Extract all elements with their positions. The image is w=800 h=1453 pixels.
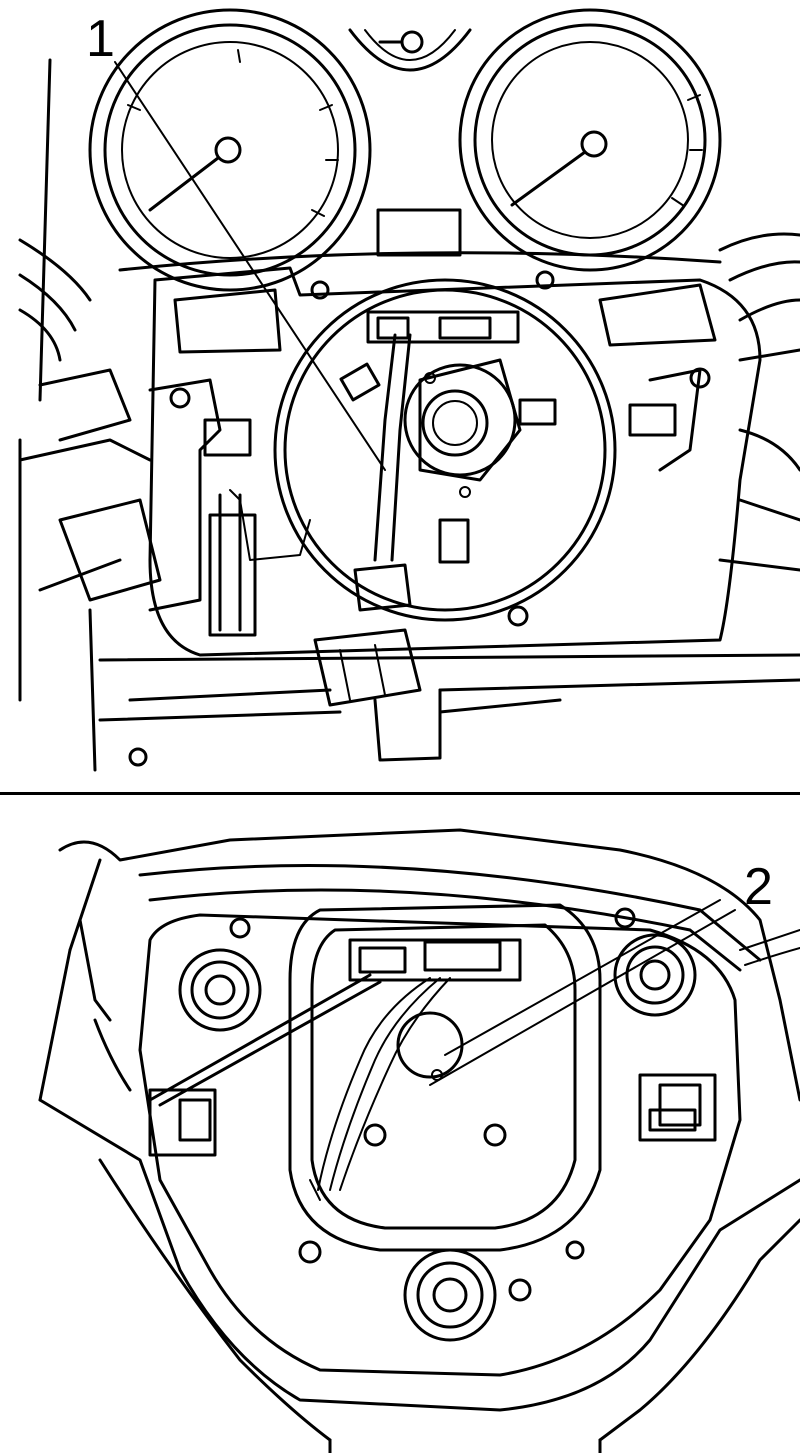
- clock-spring-installed-drawing: 1: [18, 8, 800, 772]
- lower-trim: [98, 653, 800, 767]
- left-stalk: [18, 58, 162, 772]
- bottom-illustration-panel: 2: [0, 800, 800, 1453]
- airbag-housing: [288, 903, 602, 1252]
- horn-switches: [148, 1073, 717, 1157]
- steering-wheel-shell: [38, 828, 800, 1453]
- right-gauge: [458, 8, 722, 272]
- panel-divider: [0, 792, 800, 795]
- column-housing: [148, 266, 762, 657]
- callout-label-2: 2: [744, 858, 773, 916]
- airbag-wiring: [78, 918, 800, 1201]
- mounting-bosses: [178, 907, 697, 1342]
- callout-label-1: 1: [86, 10, 115, 68]
- clock-spring-harness: [208, 333, 422, 707]
- callout-1: 1: [86, 10, 386, 471]
- airbag-module-rear-drawing: 2: [38, 828, 800, 1453]
- clock-spring: [273, 278, 617, 622]
- top-illustration-panel: 1: [18, 8, 800, 772]
- center-gauge: [348, 28, 472, 72]
- right-stalk: [718, 232, 800, 572]
- left-gauge: [88, 8, 372, 292]
- callout-2: 2: [429, 858, 773, 1086]
